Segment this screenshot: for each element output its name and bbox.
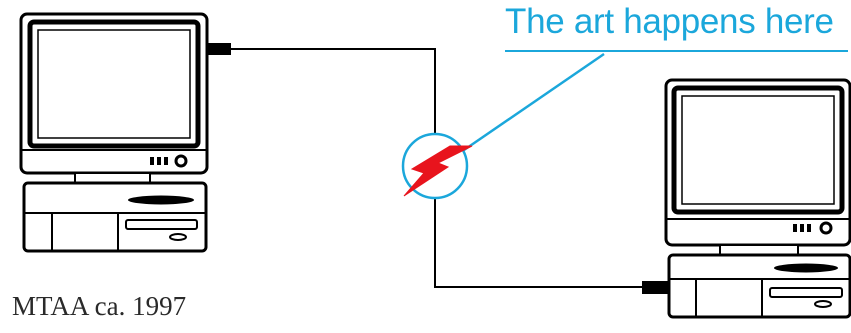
monitor-screen bbox=[671, 85, 845, 215]
callout-pointer bbox=[463, 52, 605, 152]
right-computer bbox=[642, 78, 851, 319]
left-computer bbox=[19, 12, 231, 253]
lightning-bolt-icon bbox=[403, 145, 473, 197]
credit-text: MTAA ca. 1997 bbox=[12, 291, 187, 321]
connection-node bbox=[401, 132, 473, 200]
monitor-controls bbox=[793, 221, 833, 235]
callout-text: The art happens here bbox=[505, 2, 834, 41]
cable-plug bbox=[207, 43, 231, 55]
floppy-slot bbox=[774, 263, 838, 273]
cable-plug bbox=[642, 281, 669, 294]
connection-cable-lower bbox=[434, 199, 642, 288]
drive-bay bbox=[769, 287, 843, 298]
floppy-slot bbox=[128, 195, 194, 205]
monitor-screen bbox=[27, 19, 201, 149]
monitor-controls bbox=[150, 154, 188, 168]
connection-cable bbox=[230, 48, 436, 133]
drive-bay bbox=[125, 219, 198, 230]
